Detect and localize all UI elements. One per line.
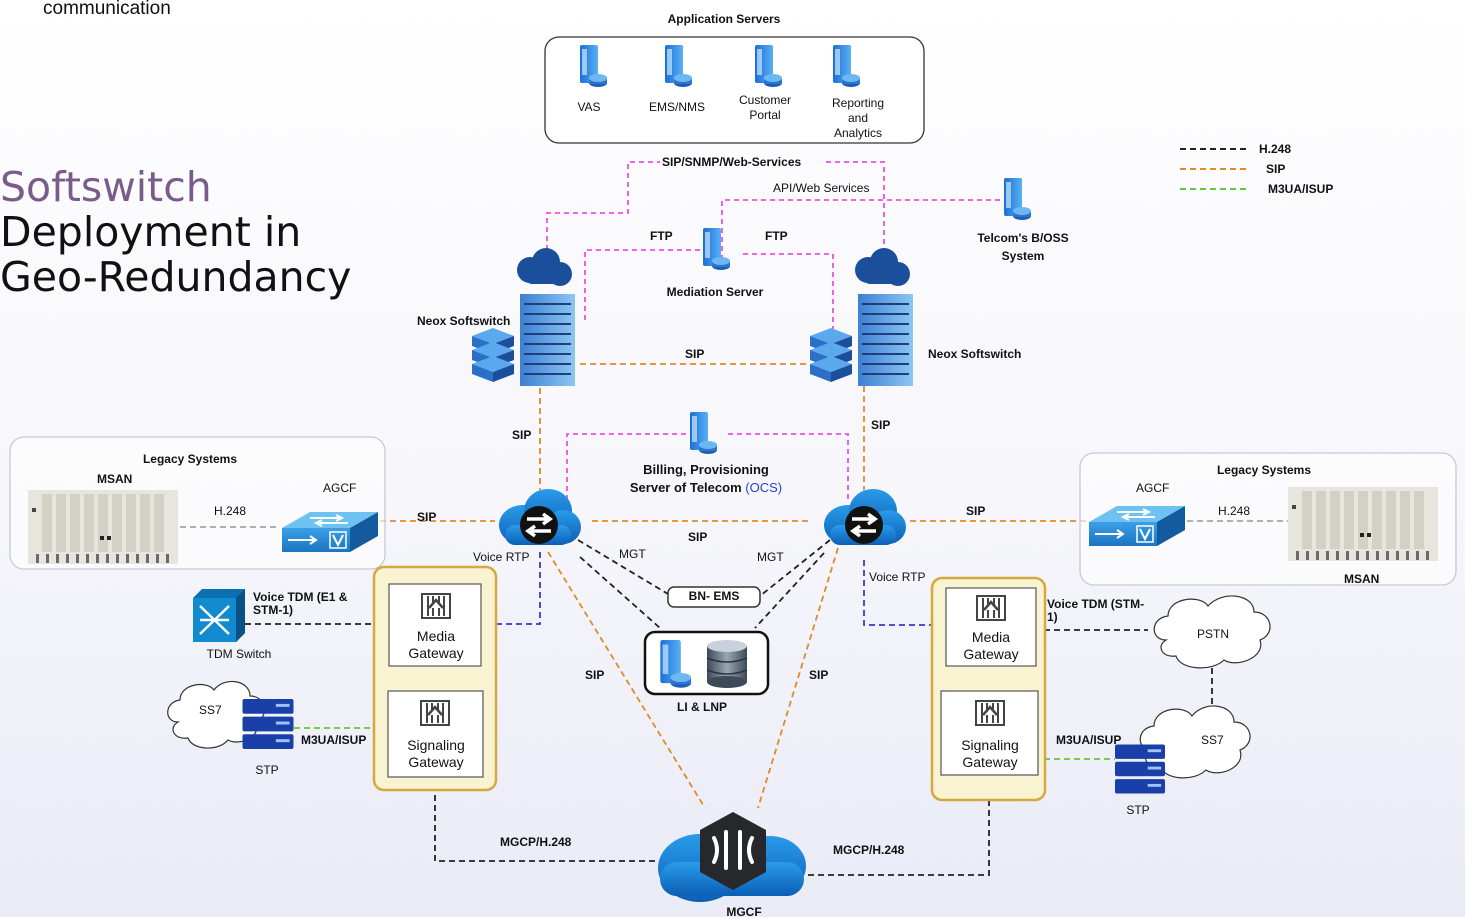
signaling-gateway-left bbox=[387, 690, 484, 778]
agcf-right-label: AGCF bbox=[1136, 481, 1170, 495]
agcf-left-label: AGCF bbox=[323, 481, 357, 495]
li-lnp-label: LI & LNP bbox=[677, 700, 727, 714]
m3ua-right-label: M3UA/ISUP bbox=[1056, 733, 1122, 747]
billing-label-line2: Server of Telecom bbox=[629, 480, 742, 495]
legend-m3ua-label: M3UA/ISUP bbox=[1268, 182, 1334, 196]
legend-sip-label: SIP bbox=[1266, 162, 1286, 176]
stp-right-icon bbox=[1115, 744, 1165, 794]
msan-left-icon bbox=[28, 490, 178, 564]
sip-right-vertical-label: SIP bbox=[871, 418, 891, 432]
mgcf-label: MGCF bbox=[726, 905, 762, 919]
mgt-right-label: MGT bbox=[757, 550, 784, 564]
sip-sbc-label: SIP bbox=[688, 530, 708, 544]
app-servers-title: Application Servers bbox=[667, 12, 781, 26]
billing-label-line2-wrap: Server of Telecom (OCS) bbox=[630, 480, 782, 495]
legacy-left-title: Legacy Systems bbox=[142, 452, 238, 466]
voice-tdm-left-label: Voice TDM (E1 & STM-1) bbox=[253, 590, 348, 617]
page-heading-line2: Deployment in bbox=[0, 208, 302, 256]
legend-h248-label: H.248 bbox=[1259, 142, 1292, 156]
msan-right-icon bbox=[1288, 487, 1438, 561]
softswitch-right-label: Neox Softswitch bbox=[928, 347, 1022, 361]
voice-rtp-links bbox=[482, 552, 945, 626]
sip-left-agcf-label: SIP bbox=[417, 510, 437, 524]
sip-right-agcf-label: SIP bbox=[966, 504, 986, 518]
ftp-left-label: FTP bbox=[650, 229, 673, 243]
h248-left-label: H.248 bbox=[214, 504, 247, 518]
signaling-gateway-right-label: Signaling Gateway bbox=[961, 737, 1019, 770]
mgcf-icon bbox=[658, 812, 806, 902]
voice-rtp-right-label: Voice RTP bbox=[869, 570, 926, 584]
softswitch-left-label: Neox Softswitch bbox=[417, 314, 511, 328]
sip-mgcf-left-label: SIP bbox=[585, 668, 605, 682]
bn-ems-label: BN- EMS bbox=[688, 589, 740, 603]
stp-left-label: STP bbox=[255, 763, 279, 777]
boss-server-icon bbox=[1004, 178, 1031, 220]
mgcp-right-label: MGCP/H.248 bbox=[833, 843, 905, 857]
mgcp-left-label: MGCP/H.248 bbox=[500, 835, 572, 849]
sbc-left-icon bbox=[497, 487, 583, 547]
tdm-switch-label: TDM Switch bbox=[206, 647, 272, 661]
billing-server-icon bbox=[690, 412, 717, 454]
m3ua-left-label: M3UA/ISUP bbox=[301, 733, 367, 747]
web-services-links bbox=[546, 161, 1018, 500]
pstn-label: PSTN bbox=[1196, 627, 1230, 641]
billing-ocs-label: (OCS) bbox=[745, 480, 783, 495]
top-caption: communication bbox=[43, 0, 171, 19]
media-gateway-right-label: Media Gateway bbox=[963, 629, 1019, 662]
app-server-vas-label: VAS bbox=[577, 100, 601, 114]
h248-right-label: H.248 bbox=[1218, 504, 1251, 518]
bn-ems-box bbox=[667, 586, 761, 608]
signaling-gateway-right bbox=[940, 690, 1039, 776]
m3ua-links bbox=[294, 727, 1115, 760]
pstn-cloud bbox=[1153, 595, 1271, 669]
softswitch-right-icon bbox=[809, 248, 914, 387]
sip-left-vertical-label: SIP bbox=[512, 428, 532, 442]
media-gateway-left bbox=[388, 583, 482, 667]
page-heading-line1: Softswitch bbox=[0, 163, 212, 211]
legend bbox=[1180, 148, 1250, 190]
legacy-right-title: Legacy Systems bbox=[1216, 463, 1312, 477]
boss-label: Telcom's B/OSS System bbox=[977, 231, 1069, 263]
sip-snmp-web-label: SIP/SNMP/Web-Services bbox=[662, 155, 802, 169]
msan-left-label: MSAN bbox=[97, 472, 133, 486]
msan-right-label: MSAN bbox=[1344, 572, 1380, 586]
sip-links bbox=[380, 363, 1086, 809]
app-server-reporting-label: Reporting and Analytics bbox=[831, 96, 885, 140]
api-web-label: API/Web Services bbox=[773, 181, 870, 195]
app-server-portal-label: Customer Portal bbox=[738, 93, 791, 122]
stp-right-label: STP bbox=[1126, 803, 1150, 817]
app-servers-box bbox=[544, 36, 925, 144]
ftp-right-label: FTP bbox=[765, 229, 788, 243]
sbc-right-icon bbox=[822, 487, 908, 547]
ss7-right-label: SS7 bbox=[1201, 733, 1224, 747]
stp-left-icon bbox=[242, 699, 294, 750]
mediation-server-icon bbox=[703, 228, 730, 270]
voice-tdm-right-label: Voice TDM (STM-1) bbox=[1047, 597, 1145, 624]
sip-mgcf-right-label: SIP bbox=[809, 668, 829, 682]
page-heading-line3: Geo-Redundancy bbox=[0, 253, 352, 301]
lnp-database-icon bbox=[706, 640, 748, 688]
sip-softswitch-label: SIP bbox=[685, 347, 705, 361]
voice-rtp-left-label: Voice RTP bbox=[473, 550, 530, 564]
tdm-switch-icon bbox=[193, 589, 245, 642]
media-gateway-left-label: Media Gateway bbox=[408, 628, 464, 661]
mediation-label: Mediation Server bbox=[666, 285, 764, 299]
ss7-left-label: SS7 bbox=[199, 703, 222, 717]
mgt-left-label: MGT bbox=[619, 547, 646, 561]
app-server-ems-label: EMS/NMS bbox=[648, 100, 706, 114]
billing-label-line1: Billing, Provisioning bbox=[643, 462, 769, 477]
signaling-gateway-left-label: Signaling Gateway bbox=[407, 737, 465, 770]
